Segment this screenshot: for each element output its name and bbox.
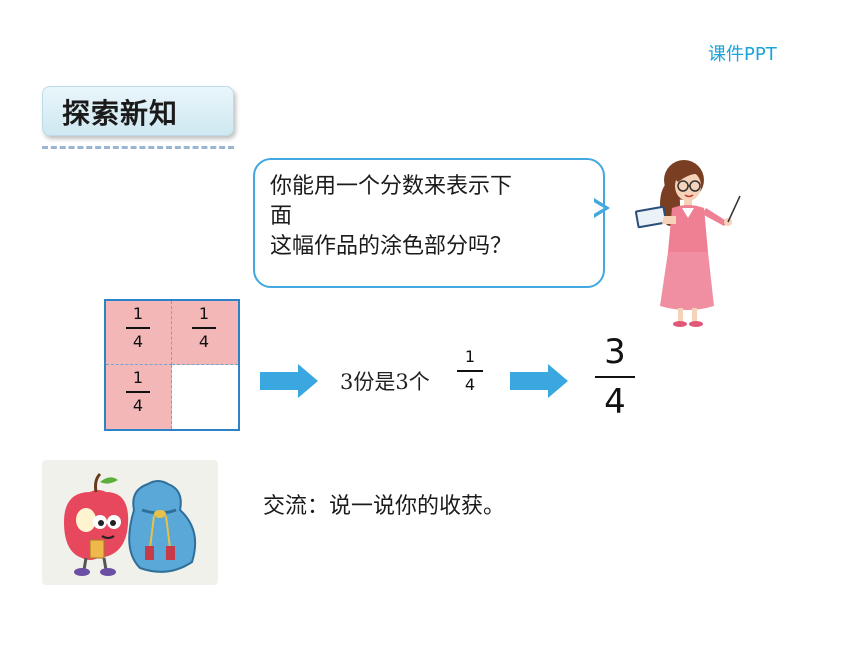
section-title-box <box>42 86 234 136</box>
teacher-illustration <box>634 160 741 327</box>
fraction-one-quarter: 1 4 <box>184 305 224 351</box>
speech-line: 你能用一个分数来表示下 <box>270 174 513 199</box>
speech-line: 这幅作品的涂色部分吗？ <box>270 234 513 259</box>
result-fraction: 3 4 <box>592 334 638 420</box>
right-arrow-icon <box>260 364 318 398</box>
grid-cell-shaded: 1 4 <box>106 365 172 429</box>
middle-explanation: 3份是3个 <box>340 366 430 396</box>
apple-character-illustration <box>64 472 196 576</box>
fraction-one-quarter: 1 4 <box>118 305 158 351</box>
grid-cell-shaded: 1 4 <box>172 301 238 365</box>
speech-bubble <box>253 158 605 288</box>
right-arrow-icon <box>510 364 568 398</box>
title-divider <box>42 146 234 149</box>
middle-text: 3份是3个 <box>340 370 430 394</box>
brand-label: 课件PPT <box>708 44 777 65</box>
middle-fraction: 1 4 <box>452 348 488 394</box>
exchange-prompt: 交流：说一说你的收获。 <box>263 494 506 519</box>
grid-cell-shaded: 1 4 <box>106 301 172 365</box>
speech-line: 面 <box>270 204 293 229</box>
money-bag-illustration <box>128 480 196 573</box>
speech-bubble-text: 你能用一个分数来表示下 面 这幅作品的涂色部分吗？ <box>270 172 590 262</box>
fraction-grid: 1 4 1 4 1 4 <box>104 299 240 431</box>
grid-cell-empty <box>172 365 238 429</box>
section-title: 探索新知 <box>62 97 179 130</box>
fraction-one-quarter: 1 4 <box>118 369 158 415</box>
